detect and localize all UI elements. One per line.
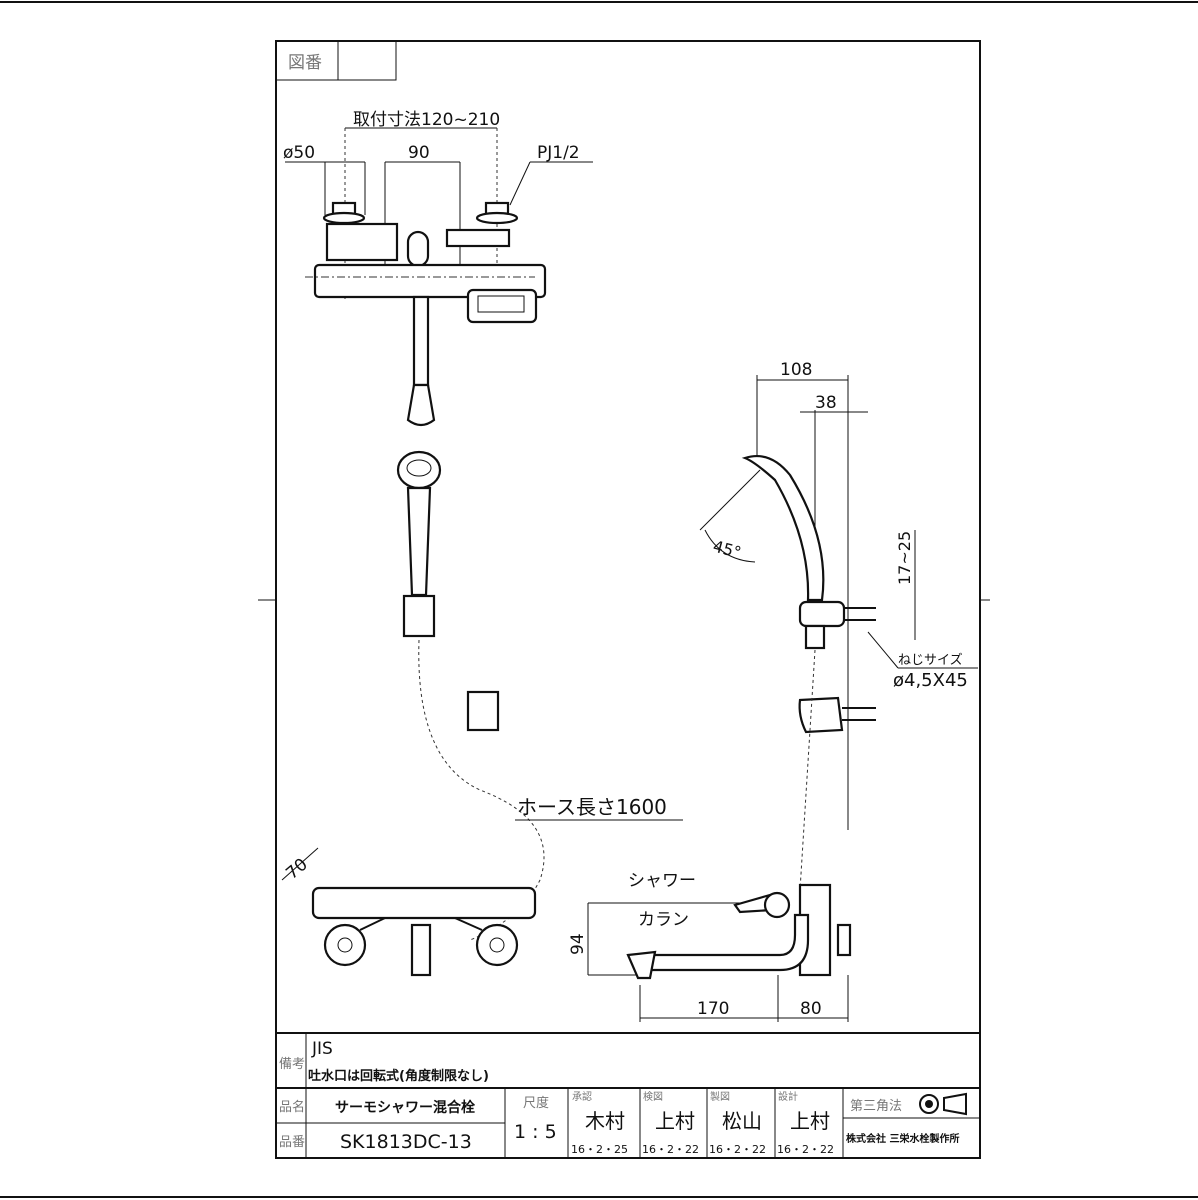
signoff-name: 木村: [585, 1109, 625, 1133]
dim-holder-offset: 38: [815, 393, 837, 413]
title-block: 備考 JIS 吐水口は回転式(角度制限なし) 品名 サーモシャワー混合栓 品番 …: [276, 1032, 980, 1158]
company-name: 株式会社 三栄水栓製作所: [846, 1132, 959, 1145]
signoff-role: 製図: [710, 1090, 730, 1103]
label-shower: シャワー: [628, 871, 696, 891]
name-label: 品名: [279, 1099, 305, 1115]
dim-hose-length: ホース長さ1600: [517, 795, 667, 819]
signoff-role: 承認: [572, 1090, 592, 1103]
signoff-checked: 検図 上村 16・2・22: [642, 1090, 699, 1156]
remark-standard: JIS: [311, 1039, 333, 1059]
dim-screw-size: ø4,5X45: [893, 670, 968, 691]
dim-spout-length: 170: [697, 999, 729, 1019]
dim-body-depth: 70: [282, 855, 311, 884]
signoff-name: 上村: [790, 1109, 830, 1133]
dim-mount-pitch: 取付寸法120~210: [353, 110, 500, 130]
dim-angle: 45°: [711, 537, 743, 563]
dim-screw-range: 17~25: [895, 531, 914, 585]
number-label: 品番: [279, 1135, 305, 1150]
signoff-date: 16・2・22: [777, 1143, 834, 1156]
signoff-date: 16・2・22: [709, 1143, 766, 1156]
dim-wall-offset: 80: [800, 999, 822, 1019]
signoff-date: 16・2・22: [642, 1143, 699, 1156]
side-view-holder: 108 38 45° 17~25 ねじサイズ ø4,5X45: [699, 360, 978, 891]
label-spout: カラン: [638, 910, 689, 930]
dim-holder-depth: 108: [780, 360, 812, 380]
hand-shower: ホース長さ1600: [396, 450, 683, 941]
dim-height: 94: [568, 933, 588, 955]
signoff-role: 検図: [643, 1090, 663, 1103]
signoff-date: 16・2・25: [571, 1143, 628, 1156]
drawing-number-label: 図番: [288, 53, 322, 73]
third-angle-projection-icon: [919, 1092, 967, 1116]
remarks-label: 備考: [279, 1056, 305, 1072]
drawing-number-box: 図番: [275, 40, 397, 81]
signoff-designed: 設計 上村 16・2・22: [777, 1090, 834, 1156]
signoff-name: 上村: [655, 1109, 695, 1133]
drawing-frame: [275, 40, 981, 1159]
scale-value: 1 : 5: [514, 1121, 557, 1143]
remark-note: 吐水口は回転式(角度制限なし): [308, 1068, 489, 1084]
signoff-approved: 承認 木村 16・2・25: [571, 1090, 628, 1156]
front-view: 取付寸法120~210 ø50 90 PJ1/2: [283, 110, 593, 427]
projection-label: 第三角法: [850, 1099, 902, 1114]
screw-size-label: ねじサイズ: [898, 652, 963, 668]
dim-diameter: ø50: [283, 143, 315, 163]
top-view: 70: [281, 847, 537, 977]
dim-center: 90: [408, 143, 430, 163]
signoff-name: 松山: [722, 1109, 762, 1133]
signoff-role: 設計: [778, 1090, 798, 1103]
product-number: SK1813DC-13: [340, 1131, 472, 1153]
product-name: サーモシャワー混合栓: [335, 1099, 475, 1116]
side-view-spout: シャワー カラン 94 170 80: [568, 871, 852, 1022]
scale-label: 尺度: [523, 1095, 549, 1111]
dim-pipe-thread: PJ1/2: [537, 143, 580, 163]
signoff-drawn: 製図 松山 16・2・22: [709, 1090, 766, 1156]
